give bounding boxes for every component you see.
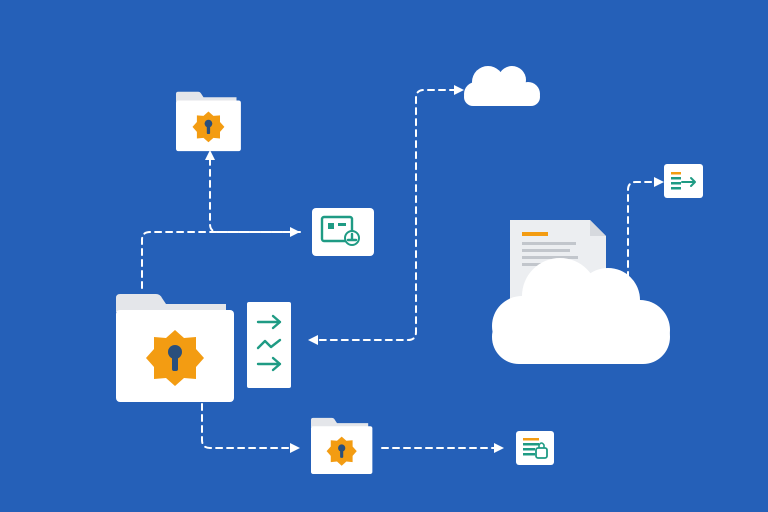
connector-folder-bottom-to-list (381, 443, 504, 453)
cloud-icon (492, 258, 670, 364)
secure-folder-icon (311, 417, 373, 475)
connector-folder-to-access (141, 227, 300, 289)
id-card-icon (312, 208, 374, 256)
secure-folder-icon (176, 91, 241, 152)
secure-folder-icon (116, 294, 234, 402)
connector-cloud-to-list-transfer (627, 177, 664, 279)
connector-folder-to-folder-bottom (201, 403, 300, 453)
transfer-arrows-icon (247, 302, 291, 388)
locked-list-icon (516, 431, 554, 465)
connector-access-to-folder-top (205, 150, 301, 233)
connector-cloud-to-panel (308, 85, 464, 345)
list-export-icon (664, 164, 703, 198)
cloud-icon (464, 66, 540, 106)
